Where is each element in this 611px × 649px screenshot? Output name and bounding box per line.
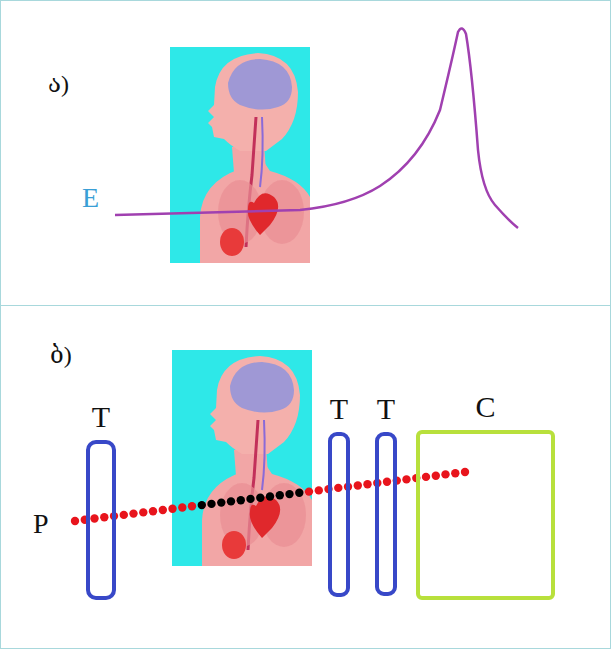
beam-dot xyxy=(432,472,440,480)
panel-label: ა) xyxy=(48,72,69,96)
node-heading: T xyxy=(377,394,395,424)
beam-dot xyxy=(402,475,410,483)
beam-dot xyxy=(315,486,323,494)
beam-dot xyxy=(168,505,176,513)
beam-dot xyxy=(198,501,206,509)
beam-dot xyxy=(139,508,147,516)
beam-label: P xyxy=(33,510,49,538)
beam-dot xyxy=(246,495,254,503)
beam-dot xyxy=(159,506,167,514)
beam-dot xyxy=(266,492,274,500)
beam-dot xyxy=(354,481,362,489)
beam-dot xyxy=(285,490,293,498)
calorimeter-box: C xyxy=(416,430,555,600)
beam-dot xyxy=(188,502,196,510)
beam-dot xyxy=(256,494,264,502)
beam-dot xyxy=(461,468,469,476)
detector-ring: T xyxy=(86,440,116,600)
beam-dot xyxy=(71,517,79,525)
beam-dot xyxy=(217,498,225,506)
beam-dot xyxy=(451,469,459,477)
beam-dot xyxy=(295,489,303,497)
beam-dot xyxy=(100,513,108,521)
node-heading: C xyxy=(475,392,495,422)
node-heading: T xyxy=(330,394,348,424)
beam-dot xyxy=(237,496,245,504)
beam-dot xyxy=(90,514,98,522)
beam-dot xyxy=(276,491,284,499)
beam-dot xyxy=(129,509,137,517)
panel-label: ბ) xyxy=(50,343,72,367)
beam-dot xyxy=(120,511,128,519)
beam-dot xyxy=(149,507,157,515)
beam-dot xyxy=(334,484,342,492)
beam-dot xyxy=(227,497,235,505)
beam-dot xyxy=(178,503,186,511)
detector-ring: T xyxy=(328,432,350,597)
beam-dot xyxy=(363,480,371,488)
beam-dot xyxy=(422,473,430,481)
beam-dot xyxy=(383,478,391,486)
detector-ring: T xyxy=(375,432,397,596)
beam-dot xyxy=(441,470,449,478)
axis-label: E xyxy=(82,184,99,212)
beam-dot xyxy=(305,487,313,495)
beam-dot xyxy=(207,500,215,508)
node-heading: T xyxy=(92,402,110,432)
